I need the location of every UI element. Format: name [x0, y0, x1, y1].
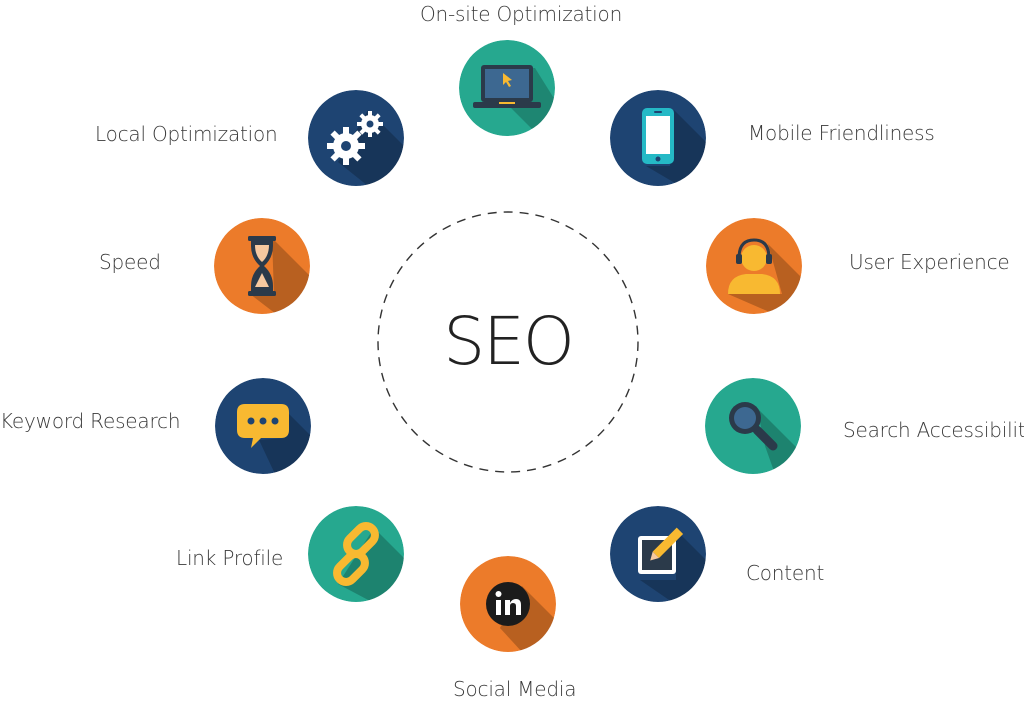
hourglass-icon — [214, 218, 310, 314]
chain-link-icon — [308, 506, 404, 602]
label-link-profile: Link Profile — [176, 546, 284, 570]
smartphone-icon — [610, 90, 706, 186]
node-link-profile — [308, 506, 404, 602]
center-dashed-ring — [376, 210, 640, 474]
user-headset-icon — [706, 218, 802, 314]
label-speed: Speed — [99, 250, 161, 274]
gears-icon — [308, 90, 404, 186]
laptop-icon — [459, 40, 555, 136]
label-user-experience: User Experience — [849, 250, 1010, 274]
label-onsite-optimization: On-site Optimization — [420, 2, 623, 26]
label-search-accessibility: Search Accessibility — [843, 418, 1024, 442]
linkedin-icon — [460, 556, 556, 652]
node-onsite-optimization — [459, 40, 555, 136]
center-title: SEO — [443, 303, 575, 380]
node-speed — [214, 218, 310, 314]
node-search-accessibility — [705, 378, 801, 474]
label-mobile-friendliness: Mobile Friendliness — [748, 121, 935, 145]
node-local-optimization — [308, 90, 404, 186]
label-social-media: Social Media — [453, 677, 577, 701]
edit-icon — [610, 506, 706, 602]
label-local-optimization: Local Optimization — [95, 122, 278, 146]
label-content: Content — [746, 561, 825, 585]
chat-bubble-icon — [215, 378, 311, 474]
node-user-experience — [706, 218, 802, 314]
node-mobile-friendliness — [610, 90, 706, 186]
node-social-media — [460, 556, 556, 652]
magnifier-icon — [705, 378, 801, 474]
node-content — [610, 506, 706, 602]
node-keyword-research — [215, 378, 311, 474]
label-keyword-research: Keyword Research — [0, 409, 181, 433]
